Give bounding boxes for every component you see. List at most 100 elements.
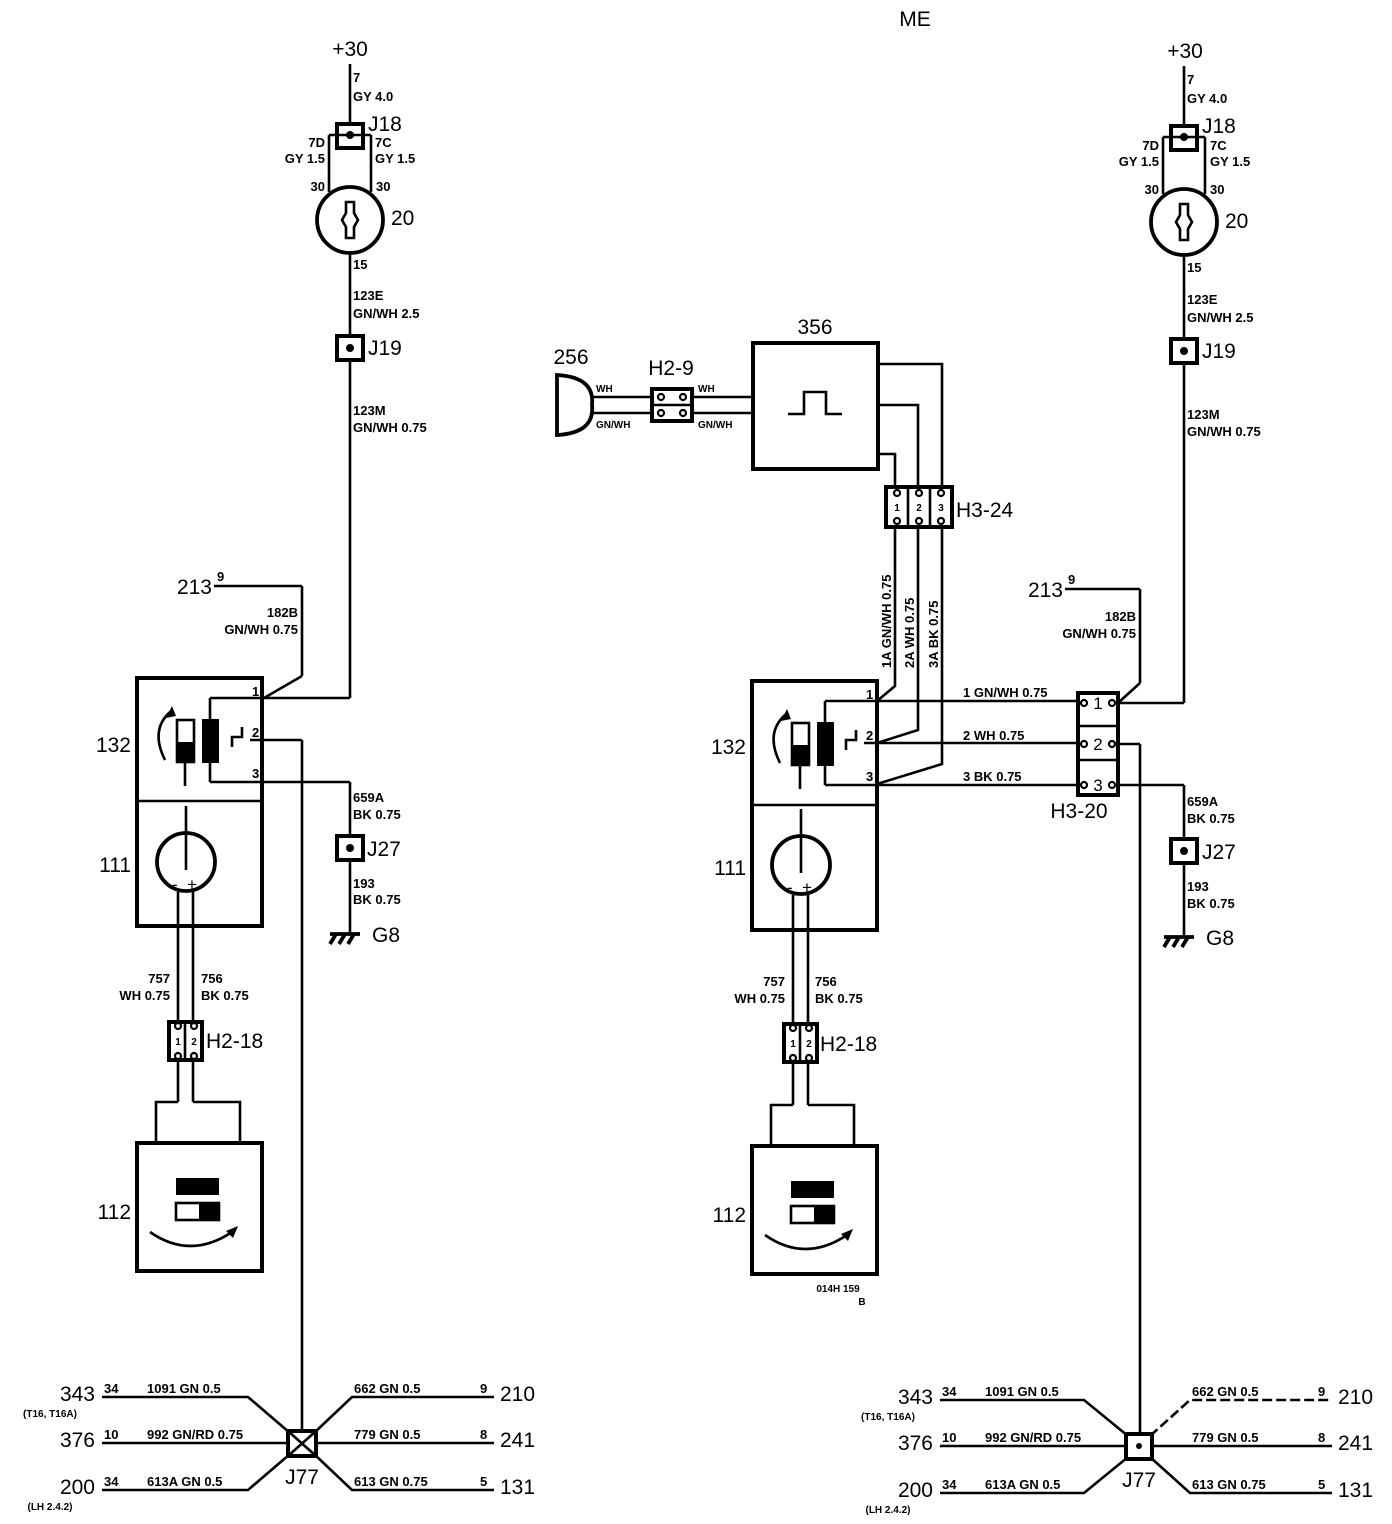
right-ref-343: 343	[898, 1386, 933, 1409]
right-j18-left-wire-id: 7D	[1142, 138, 1159, 153]
left-comp-132-label: 132	[96, 734, 131, 757]
right-comp-112-label: 112	[713, 1204, 746, 1227]
right-wire-613: 613 GN 0.75	[1192, 1477, 1266, 1492]
left-supply-label: +30	[332, 38, 368, 61]
left-j77-label: J77	[285, 1466, 319, 1489]
horn-256-icon	[555, 372, 595, 438]
left-wire-659a-spec: BK 0.75	[353, 807, 401, 822]
right-relay-coil-icon	[817, 722, 834, 766]
right-comp-111-label: 111	[714, 857, 746, 880]
h3-20-wire-2: 2 WH 0.75	[963, 728, 1024, 743]
left-ref-343: 343	[60, 1383, 95, 1406]
left-wire-613a: 613A GN 0.5	[147, 1474, 222, 1489]
right-ign-out-term: 15	[1187, 260, 1201, 275]
h2-9-left-wire-top: WH	[596, 384, 613, 395]
left-ref-200-pin: 34	[104, 1474, 119, 1489]
right-wire-182b-spec: GN/WH 0.75	[1062, 626, 1136, 641]
right-132-pin3: 3	[866, 769, 873, 784]
right-111-plus: +	[802, 878, 812, 897]
right-j18-left-wire: GY 1.5	[1119, 154, 1159, 169]
pulse-signal-icon	[788, 390, 842, 416]
left-ign-term-left: 30	[311, 179, 325, 194]
left-h2-18-label: H2-18	[206, 1030, 263, 1053]
left-ref-131-pin: 5	[480, 1474, 487, 1489]
left-heater-element-icon	[176, 1178, 219, 1195]
h3-20-label: H3-20	[1050, 800, 1107, 823]
right-supply-pin: 7	[1187, 72, 1194, 87]
left-j18-left-wire: GY 1.5	[285, 151, 325, 166]
left-132-pin1: 1	[252, 684, 259, 699]
h3-24-pin1: 1	[894, 503, 900, 514]
right-ref-376: 376	[898, 1432, 933, 1455]
left-j27-label: J27	[367, 838, 401, 861]
left-ign-term-right: 30	[376, 179, 390, 194]
right-ign-term-left: 30	[1145, 182, 1159, 197]
right-ground-icon	[1162, 935, 1194, 948]
comp-356-module	[751, 341, 880, 471]
left-ref-241: 241	[500, 1429, 535, 1452]
left-wire-1091: 1091 GN 0.5	[147, 1381, 221, 1396]
left-111-plus: +	[187, 875, 197, 894]
left-h2-18-pin1: 1	[175, 1037, 181, 1048]
h3-24-label: H3-24	[956, 499, 1014, 522]
h3-24-wire-2a: 2A WH 0.75	[902, 598, 917, 668]
left-contact-icon	[230, 727, 244, 747]
left-wire-757-spec: WH 0.75	[119, 988, 170, 1003]
right-supply-wire: GY 4.0	[1187, 91, 1227, 106]
left-132-pin2: 2	[252, 725, 259, 740]
comp-356-label: 356	[797, 316, 832, 339]
right-wire-992: 992 GN/RD 0.75	[985, 1430, 1081, 1445]
left-wire-613: 613 GN 0.75	[354, 1474, 428, 1489]
left-wire-182b-spec: GN/WH 0.75	[224, 622, 298, 637]
right-ign-label: 20	[1225, 210, 1248, 233]
right-ref-241: 241	[1338, 1432, 1373, 1455]
right-ref-131: 131	[1338, 1479, 1373, 1502]
left-wire-123m-spec: GN/WH 0.75	[353, 420, 427, 435]
right-111-minus: -	[787, 878, 793, 897]
diagram-title: ME	[899, 8, 931, 31]
right-ref-131-pin: 5	[1318, 1477, 1325, 1492]
left-ref-213: 213	[177, 576, 212, 599]
right-ref-200: 200	[898, 1479, 933, 1502]
left-relay-coil-icon	[202, 719, 219, 763]
right-132-pin1: 1	[866, 687, 873, 702]
left-ref-343-pin: 34	[104, 1381, 119, 1396]
right-j27-label: J27	[1202, 841, 1236, 864]
left-ref-213-pin: 9	[217, 569, 224, 584]
left-g8-label: G8	[372, 924, 400, 947]
right-wire-123e-spec: GN/WH 2.5	[1187, 310, 1253, 325]
left-j18-left-wire-id: 7D	[308, 135, 325, 150]
right-j18-right-wire-id: 7C	[1210, 138, 1227, 153]
h2-9-left-wire-bottom: GN/WH	[596, 420, 630, 431]
left-j19-label: J19	[368, 337, 402, 360]
h3-24-wire-1a: 1A GN/WH 0.75	[879, 575, 894, 668]
right-wire-756-spec: BK 0.75	[815, 991, 863, 1006]
right-h2-18-pin1: 1	[790, 1039, 796, 1050]
right-ref-200-sub: (LH 2.4.2)	[865, 1505, 910, 1516]
right-ref-241-pin: 8	[1318, 1430, 1325, 1445]
left-wire-757-id: 757	[148, 971, 170, 986]
left-ref-210: 210	[500, 1383, 535, 1406]
left-ignition-switch-icon	[315, 185, 385, 255]
right-circuit: +30 7 GY 4.0 J18 7D GY 1.5 7C GY 1.5 30 …	[553, 40, 1373, 1516]
right-g8-label: G8	[1206, 927, 1234, 950]
right-wire-123m-id: 123M	[1187, 407, 1220, 422]
left-wire-662: 662 GN 0.5	[354, 1381, 421, 1396]
right-ref-210: 210	[1338, 1386, 1373, 1409]
h3-20-pin1: 1	[1093, 694, 1102, 713]
left-ground-icon	[328, 932, 360, 945]
left-ref-210-pin: 9	[480, 1381, 487, 1396]
right-heater-element-icon	[791, 1181, 834, 1198]
h3-24-wire-3a: 3A BK 0.75	[926, 601, 941, 668]
right-ign-term-right: 30	[1210, 182, 1224, 197]
left-wire-779: 779 GN 0.5	[354, 1427, 421, 1442]
right-j77-label: J77	[1122, 1469, 1156, 1492]
right-j19-label: J19	[1202, 340, 1236, 363]
left-132-pin3: 3	[252, 766, 259, 781]
left-h2-18-pin2: 2	[191, 1037, 197, 1048]
right-wire-756-id: 756	[815, 974, 837, 989]
h3-20-wire-3: 3 BK 0.75	[963, 769, 1022, 784]
right-wire-659a-id: 659A	[1187, 794, 1219, 809]
left-wire-756-spec: BK 0.75	[201, 988, 249, 1003]
